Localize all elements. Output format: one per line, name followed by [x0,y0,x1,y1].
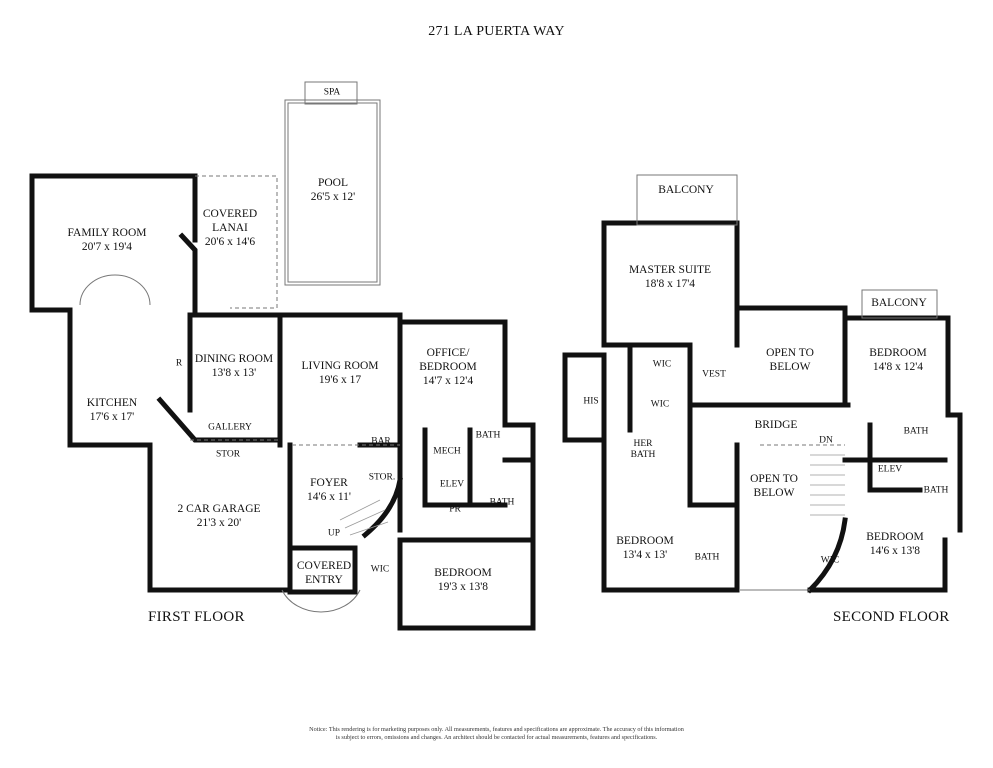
room-elev-second: ELEV [877,464,903,475]
room-stor-garage: STOR [215,449,241,460]
room-balcony-master: BALCONY [658,184,714,196]
room-bath-2c: BATH [694,552,720,563]
room-her-bath: HER BATH [630,439,656,460]
stair-up-label: UP [327,528,341,539]
room-balcony-bedroom: BALCONY [871,297,927,309]
room-open-to-below-1: OPEN TO BELOW [766,347,814,373]
room-bath-1: BATH [475,430,501,441]
first-floor-label: FIRST FLOOR [148,609,245,625]
room-wic-first: WIC [370,564,390,575]
disclaimer-notice: Notice: This rendering is for marketing … [0,726,993,742]
room-spa: SPA [323,87,341,98]
room-powder: PR [449,504,461,515]
refrigerator-label: R [175,358,183,369]
room-covered-entry: COVERED ENTRY [296,560,352,586]
room-elev: ELEV [439,479,465,490]
room-bridge: BRIDGE [754,419,798,431]
room-wic-master-1: WIC [652,359,672,370]
room-open-to-below-2: OPEN TO BELOW [750,473,798,499]
notice-line-1: Notice: This rendering is for marketing … [309,726,684,733]
plan-title: 271 LA PUERTA WAY [428,24,565,39]
room-vest: VEST [702,369,726,380]
room-bath-2: BATH [489,497,515,508]
room-gallery: GALLERY [208,422,252,433]
room-wic-second: WIC [820,555,840,566]
second-floor-label: SECOND FLOOR [833,609,950,625]
notice-line-2: is subject to errors, omissions and chan… [335,734,658,741]
room-mech: MECH [433,446,461,457]
room-wic-master-2: WIC [650,399,670,410]
room-his-bath: HIS [583,396,599,407]
room-bar: BAR [371,436,391,447]
stair-down-label: DN [819,435,833,446]
room-bath-2a: BATH [903,426,929,437]
room-bath-2b: BATH [923,485,949,496]
room-stor-foyer: STOR. [368,472,396,483]
